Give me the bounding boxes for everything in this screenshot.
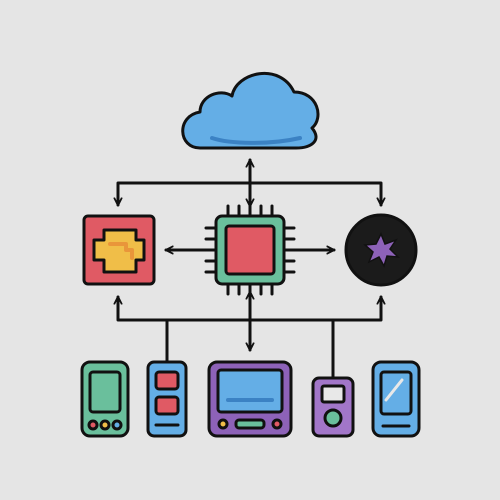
connector-cloud-gateway — [113, 181, 252, 207]
cpu-chip-icon — [204, 204, 296, 296]
device-tablet — [207, 360, 293, 438]
device-mp3 — [311, 376, 355, 438]
cloud-icon — [181, 71, 320, 150]
device-green-phone — [80, 360, 130, 438]
gateway-module-icon — [82, 214, 156, 286]
star-node-icon — [344, 213, 418, 287]
connectors — [113, 158, 386, 380]
device-remote — [146, 360, 188, 438]
device-blue-phone — [371, 360, 421, 438]
connector-cloud-star-node — [248, 181, 386, 207]
connector-devices-bus — [113, 295, 386, 322]
